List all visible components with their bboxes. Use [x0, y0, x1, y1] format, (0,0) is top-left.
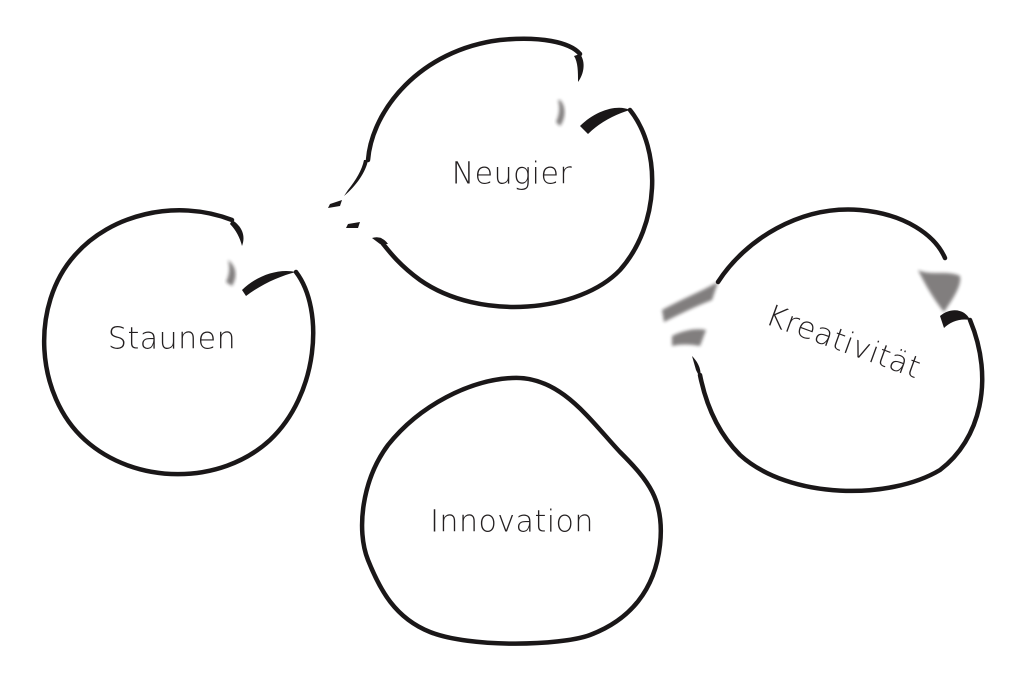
neugier-trail-2 [328, 200, 342, 208]
neugier-trail-1 [344, 160, 368, 196]
innovation-blob [359, 375, 664, 646]
kreativitaet-circle [697, 317, 985, 494]
label-innovation: Innovation [430, 505, 594, 540]
node-staunen: Staunen [41, 208, 316, 477]
label-neugier: Neugier [452, 157, 573, 192]
neugier-trail-4 [372, 237, 388, 244]
neugier-trail-3 [346, 222, 360, 228]
node-neugier: Neugier [328, 36, 655, 310]
staunen-smudge [230, 220, 244, 246]
staunen-tail [242, 270, 296, 296]
kreativitaet-smear-left-2 [672, 329, 706, 346]
neugier-circle [377, 107, 655, 310]
neugier-smudge-top [574, 54, 584, 82]
kreativitaet-smear-left-1 [662, 282, 718, 322]
neugier-smudge-right [580, 107, 630, 134]
kreativitaet-smudge-left [692, 356, 701, 378]
kreativitaet-smudge-right [940, 310, 970, 328]
kreativitaet-smear-top [918, 270, 961, 312]
kreativitaet-circle-top [715, 207, 948, 285]
node-kreativitaet: Kreativität [662, 207, 985, 494]
staunen-smear [226, 260, 236, 286]
staunen-circle [41, 208, 316, 477]
node-innovation: Innovation [359, 375, 664, 646]
neugier-smear [556, 100, 565, 126]
label-staunen: Staunen [108, 322, 236, 357]
label-kreativitaet: Kreativität [761, 298, 925, 386]
neugier-circle-top [365, 36, 583, 163]
